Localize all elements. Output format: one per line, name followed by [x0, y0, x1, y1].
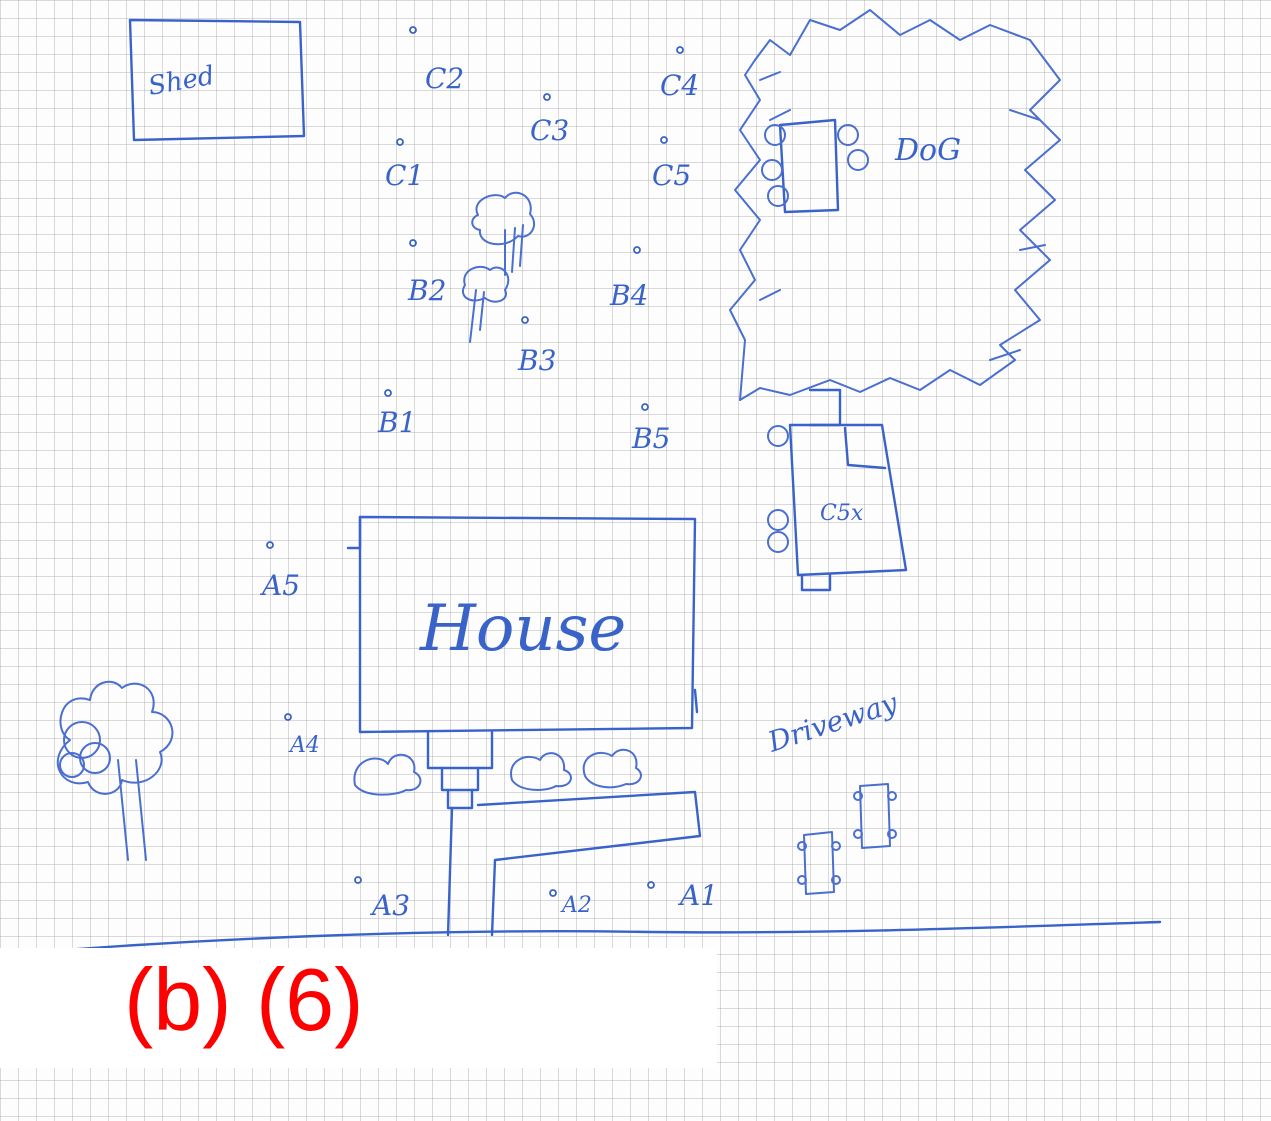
redaction-caption: (b) (6): [124, 940, 364, 1060]
point-marker: [267, 542, 273, 548]
trees-middle: [463, 193, 534, 342]
point-marker: [550, 890, 556, 896]
driveway: Driveway: [763, 686, 902, 894]
point-label-c1: C1: [385, 159, 424, 192]
bushes: [354, 750, 641, 795]
point-marker: [648, 882, 654, 888]
point-label-c2: C2: [425, 62, 464, 95]
point-marker: [410, 27, 416, 33]
point-label-c5: C5: [652, 159, 691, 192]
point-marker: [522, 317, 528, 323]
house-label: House: [419, 592, 626, 666]
point-label-a3: A3: [369, 889, 410, 922]
point-marker: [410, 240, 416, 246]
point-label-a5: A5: [259, 569, 300, 602]
point-label-c3: C3: [530, 114, 569, 147]
point-label-b4: B4: [609, 279, 648, 312]
shed: Shed: [130, 20, 304, 140]
point-marker: [661, 137, 667, 143]
point-marker: [385, 390, 391, 396]
point-marker: [397, 139, 403, 145]
point-label-b2: B2: [407, 274, 446, 307]
survey-points: C2 C3 C4 C1 C5 B2 B4 B3 B1 B5 A5 A4 A3 A…: [259, 27, 718, 922]
point-label-b1: B1: [377, 406, 416, 439]
dog-pen: DoG: [730, 10, 1060, 400]
point-marker: [544, 94, 550, 100]
point-label-b3: B3: [517, 344, 556, 377]
point-marker: [642, 404, 648, 410]
point-label-a2: A2: [560, 893, 592, 918]
point-label-a1: A1: [677, 879, 718, 912]
dog-label: DoG: [894, 133, 961, 168]
point-label-b5: B5: [631, 422, 670, 455]
shed-label: Shed: [146, 61, 217, 102]
point-marker: [634, 247, 640, 253]
point-marker: [355, 877, 361, 883]
tree-left: [58, 682, 173, 860]
point-label-a4: A4: [288, 733, 320, 758]
house: House: [348, 517, 697, 732]
point-marker: [677, 47, 683, 53]
driveway-label: Driveway: [763, 686, 902, 759]
garage: C5x: [768, 390, 906, 590]
point-label-c4: C4: [660, 69, 699, 102]
point-marker: [285, 714, 291, 720]
point-label-c5x: C5x: [820, 501, 864, 526]
